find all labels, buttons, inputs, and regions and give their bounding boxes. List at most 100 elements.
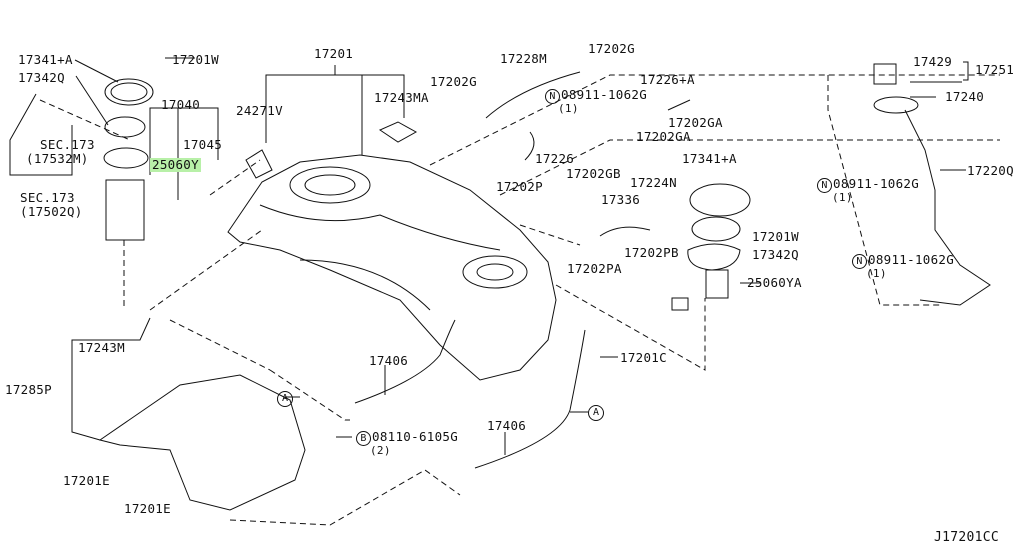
part-label-17251[interactable]: 17251 (975, 62, 1015, 77)
part-label-17240[interactable]: 17240 (945, 89, 985, 104)
leader-17342Q (75, 75, 109, 126)
leader-sec173 (9, 93, 73, 176)
lock-ring-left-inner (110, 82, 148, 102)
part-label-17201[interactable]: 17201 (314, 46, 354, 61)
part-label-17201W[interactable]: 17201W (172, 52, 219, 67)
strap-17406-b (474, 329, 586, 469)
part-label-25060YA[interactable]: 25060YA (747, 275, 802, 290)
part-label-17201W[interactable]: 17201W (752, 229, 799, 244)
tank-contour (259, 204, 501, 251)
part-label-17202PB[interactable]: 17202PB (624, 245, 679, 260)
dashed-guide (149, 229, 263, 311)
part-number: 08911-1062G (561, 87, 648, 102)
part-label-17202GA[interactable]: 17202GA (636, 129, 691, 144)
part-label-17342Q[interactable]: 17342Q (752, 247, 799, 262)
part-label-17202P[interactable]: 17202P (496, 179, 543, 194)
heat-shield (98, 374, 306, 511)
quantity: (1) (832, 191, 853, 204)
part-label-17406[interactable]: 17406 (487, 418, 527, 433)
hose-17336 (599, 226, 651, 237)
part-label-17202PA[interactable]: 17202PA (567, 261, 622, 276)
fuel-tank (227, 154, 557, 381)
part-label-17336[interactable]: 17336 (601, 192, 641, 207)
part-label-17202G[interactable]: 17202G (588, 41, 635, 56)
pump-module-left (105, 179, 145, 241)
nut-marker-icon: N (852, 254, 867, 269)
part-label-17201E[interactable]: 17201E (124, 501, 171, 516)
quantity: (2) (370, 444, 391, 457)
section-ref-17502Q[interactable]: (17502Q) (20, 204, 83, 219)
part-number: 08110-6105G (372, 429, 459, 444)
dashed-guide (555, 284, 706, 371)
tank-pump-opening-inner (304, 174, 356, 196)
part-label-17243MA[interactable]: 17243MA (374, 90, 429, 105)
lock-ring-right (689, 183, 751, 217)
part-label-25060Y-highlighted[interactable]: 25060Y (150, 157, 201, 172)
leader-17341A (74, 59, 119, 83)
dashed-guide (169, 319, 271, 371)
pump-flange-right (687, 243, 741, 271)
dashed-guide (209, 159, 261, 196)
fuel-cap (873, 63, 897, 85)
part-label-17228M[interactable]: 17228M (500, 51, 547, 66)
part-label-17243M[interactable]: 17243M (78, 340, 125, 355)
strap-17406-a (354, 319, 456, 404)
dashed-guide (39, 99, 131, 141)
dashed-guide (269, 369, 350, 421)
leader-17285P (71, 317, 151, 441)
part-label-17406[interactable]: 17406 (369, 353, 409, 368)
tank-contour (299, 259, 431, 311)
leader-17040 (149, 107, 219, 175)
part-label-24271V[interactable]: 24271V (236, 103, 283, 118)
figure-code: J17201CC (934, 530, 1000, 545)
part-label-17224N[interactable]: 17224N (630, 175, 677, 190)
tank-opening-right-inner (476, 263, 514, 281)
hose-17226A (667, 99, 691, 111)
tank-pump-opening (289, 166, 371, 204)
part-label-17341A[interactable]: 17341+A (18, 52, 73, 67)
section-ref-sec173[interactable]: SEC.173 (20, 190, 75, 205)
filler-tube (904, 109, 991, 306)
part-label-17226[interactable]: 17226 (535, 151, 575, 166)
part-label-17045[interactable]: 17045 (183, 137, 223, 152)
gasket-right (691, 216, 741, 242)
filler-gasket (873, 96, 919, 114)
section-ref-sec173[interactable]: SEC.173 (40, 137, 95, 152)
part-label-17201C[interactable]: 17201C (620, 350, 667, 365)
part-label-17429[interactable]: 17429 (913, 54, 953, 69)
dashed-guide (229, 469, 461, 526)
part-label-17285P[interactable]: 17285P (5, 382, 52, 397)
part-label-17220Q[interactable]: 17220Q (967, 163, 1014, 178)
dashed-guide (429, 74, 1000, 166)
bolt-marker-icon: B (356, 431, 371, 446)
part-label-17226A[interactable]: 17226+A (640, 72, 695, 87)
part-label-17201E[interactable]: 17201E (63, 473, 110, 488)
part-number: 08911-1062G (833, 176, 920, 191)
lock-ring-left (104, 78, 154, 106)
tank-opening-right (462, 255, 528, 289)
part-label-17341A[interactable]: 17341+A (682, 151, 737, 166)
part-label-17202GB[interactable]: 17202GB (566, 166, 621, 181)
reference-marker-a: A (588, 405, 604, 421)
leader-17251 (963, 61, 969, 81)
hose-17226 (524, 131, 535, 161)
dashed-guide (519, 224, 581, 246)
part-label-17202GA[interactable]: 17202GA (668, 115, 723, 130)
part-label-17202G[interactable]: 17202G (430, 74, 477, 89)
nut-marker-icon: N (545, 89, 560, 104)
nut-marker-icon: N (817, 178, 832, 193)
gasket-left (104, 116, 146, 138)
part-label-17040[interactable]: 17040 (161, 97, 201, 112)
pad-17243MA (378, 121, 418, 143)
quantity: (1) (866, 267, 887, 280)
pump-flange-left (103, 147, 149, 169)
part-label-17342Q[interactable]: 17342Q (18, 70, 65, 85)
dashed-guide (499, 139, 1000, 196)
section-ref-17532M[interactable]: (17532M) (26, 151, 89, 166)
